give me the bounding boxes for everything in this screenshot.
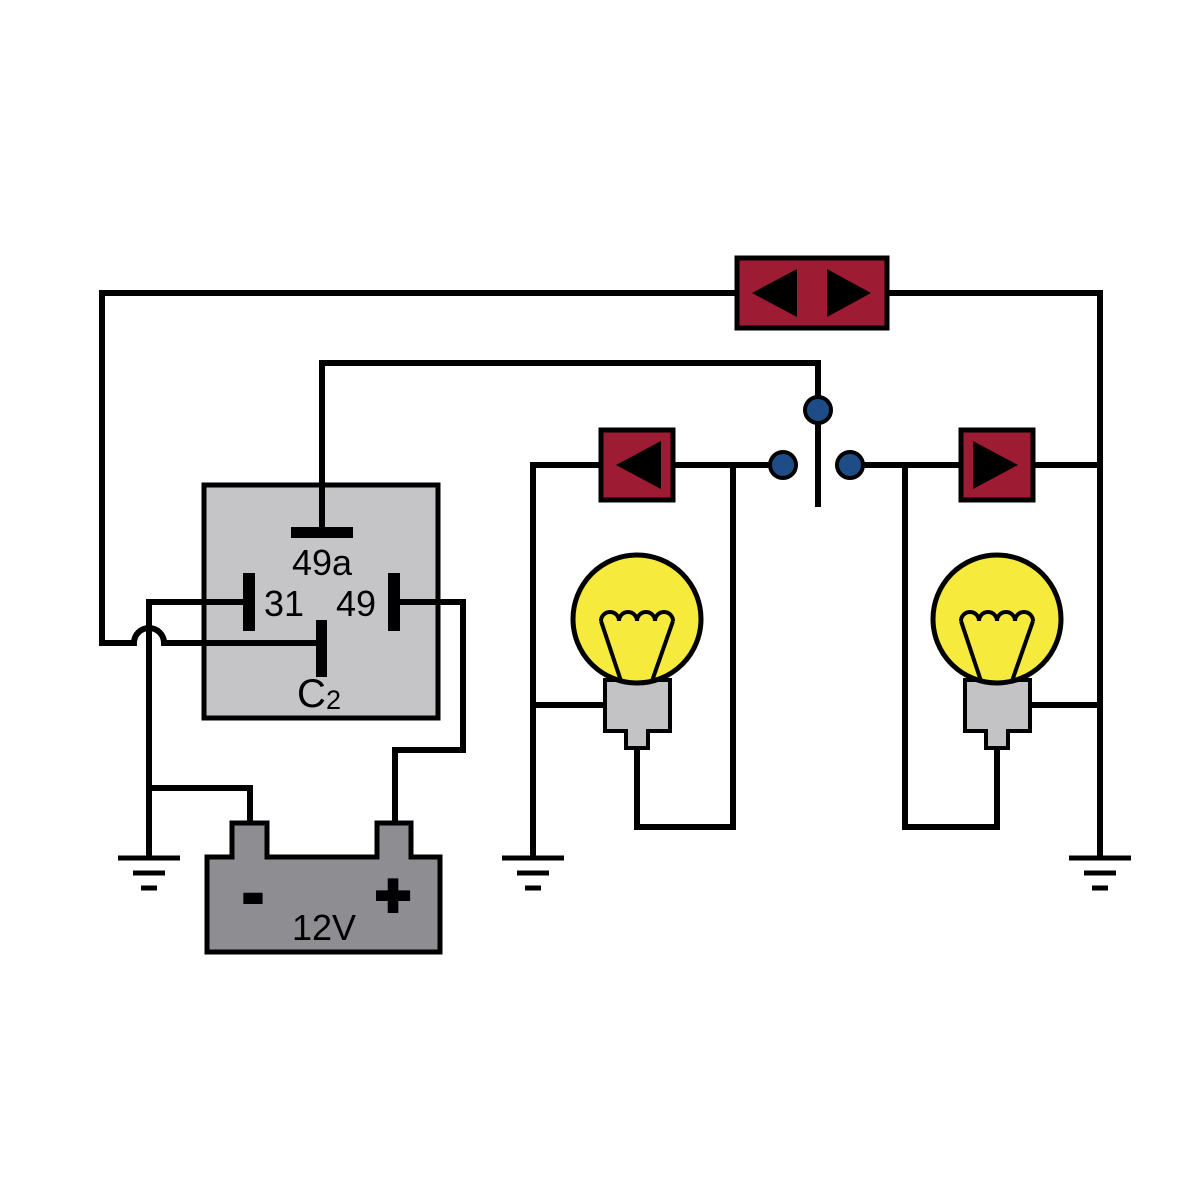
relay-terminal-49 xyxy=(388,573,400,631)
left-turn-signal-bulb xyxy=(570,552,704,750)
relay-terminal-49a xyxy=(291,527,353,538)
wire-ground-to-battery-negative xyxy=(149,785,253,830)
right-arrow-icon xyxy=(973,441,1018,489)
left-arrow-icon xyxy=(616,441,661,489)
wire-31-to-ground xyxy=(146,599,249,858)
left-arrow-indicator xyxy=(598,427,676,503)
battery: - + 12V xyxy=(204,820,443,955)
turn-signal-switch xyxy=(768,395,865,480)
battery-body xyxy=(204,820,443,955)
bulb-base xyxy=(603,678,672,750)
relay-terminal-c2 xyxy=(316,620,327,677)
wire-49-to-battery-positive xyxy=(392,599,466,830)
relay-terminal-31 xyxy=(243,573,255,631)
bulb-base xyxy=(963,678,1032,750)
ground-symbol-left xyxy=(118,855,180,891)
battery-negative-label: - xyxy=(243,860,263,927)
relay-pin-31-label: 31 xyxy=(264,583,304,624)
wire-left-contact-branch xyxy=(530,462,770,858)
ground-symbol-right xyxy=(1069,855,1131,891)
wires xyxy=(99,290,1103,858)
switch-common-contact xyxy=(803,395,833,425)
battery-voltage-label: 12V xyxy=(292,907,356,948)
wire-49a-to-switch xyxy=(319,360,821,538)
wire-left-bulb-bottom xyxy=(634,465,736,830)
wire-top-loop xyxy=(99,290,1103,858)
battery-positive-label: + xyxy=(375,862,410,929)
switch-right-contact xyxy=(835,450,865,480)
relay-pin-49-label: 49 xyxy=(336,583,376,624)
relay-pin-c2-label: C xyxy=(297,672,326,716)
right-turn-signal-bulb xyxy=(930,552,1064,750)
bulb-filament-icon xyxy=(599,610,675,682)
relay-pin-c2-subscript: 2 xyxy=(326,685,341,715)
left-arrow-icon xyxy=(752,269,797,317)
wire-right-bulb-bottom xyxy=(902,465,1000,830)
relay-pin-49a-label: 49a xyxy=(292,542,353,583)
bulb-filament-icon xyxy=(959,610,1035,682)
right-arrow-indicator xyxy=(958,427,1036,503)
switch-left-contact xyxy=(768,450,798,480)
right-arrow-icon xyxy=(827,269,871,317)
dash-indicator-dual-arrow xyxy=(734,255,890,331)
relay-terminals: 49a 31 49 C 2 xyxy=(243,527,400,716)
ground-symbol-center xyxy=(502,855,564,891)
